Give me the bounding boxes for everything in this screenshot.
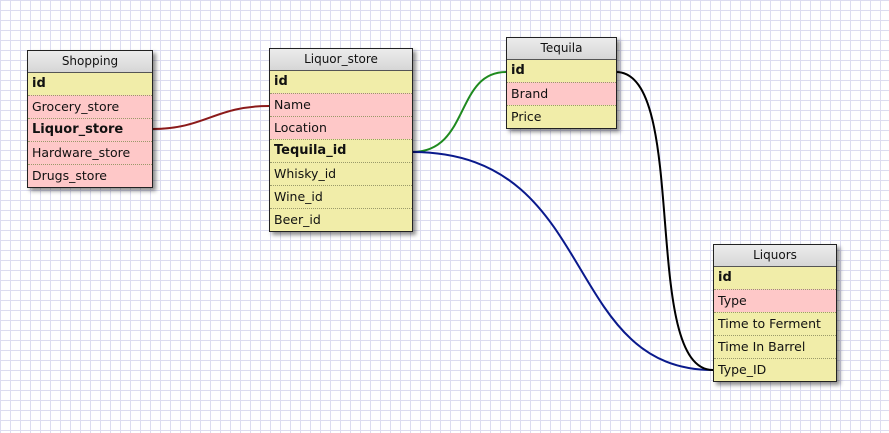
field-id[interactable]: id: [270, 71, 412, 93]
link-tequila-liquors[interactable]: [615, 71, 714, 371]
table-title: Shopping: [28, 51, 152, 73]
field-hardware-store[interactable]: Hardware_store: [28, 141, 152, 164]
field-wine-id[interactable]: Wine_id: [270, 185, 412, 208]
link-liquor-store-liquors[interactable]: [411, 151, 714, 371]
field-tequila-id[interactable]: Tequila_id: [270, 139, 412, 162]
field-grocery-store[interactable]: Grocery_store: [28, 95, 152, 118]
field-price[interactable]: Price: [507, 105, 616, 128]
field-drugs-store[interactable]: Drugs_store: [28, 164, 152, 187]
field-time-in-barrel[interactable]: Time In Barrel: [714, 335, 836, 358]
field-brand[interactable]: Brand: [507, 82, 616, 105]
field-time-to-ferment[interactable]: Time to Ferment: [714, 312, 836, 335]
field-whisky-id[interactable]: Whisky_id: [270, 162, 412, 185]
field-type-id[interactable]: Type_ID: [714, 358, 836, 381]
field-id[interactable]: id: [714, 267, 836, 289]
link-shopping-liquor-store[interactable]: [151, 105, 270, 130]
table-title: Liquors: [714, 245, 836, 267]
field-type[interactable]: Type: [714, 289, 836, 312]
field-id[interactable]: id: [507, 60, 616, 82]
field-location[interactable]: Location: [270, 116, 412, 139]
field-id[interactable]: id: [28, 73, 152, 95]
field-liquor-store[interactable]: Liquor_store: [28, 118, 152, 141]
field-name[interactable]: Name: [270, 93, 412, 116]
field-beer-id[interactable]: Beer_id: [270, 208, 412, 231]
table-title: Tequila: [507, 38, 616, 60]
link-liquor-store-tequila[interactable]: [411, 71, 507, 153]
table-title: Liquor_store: [270, 49, 412, 71]
